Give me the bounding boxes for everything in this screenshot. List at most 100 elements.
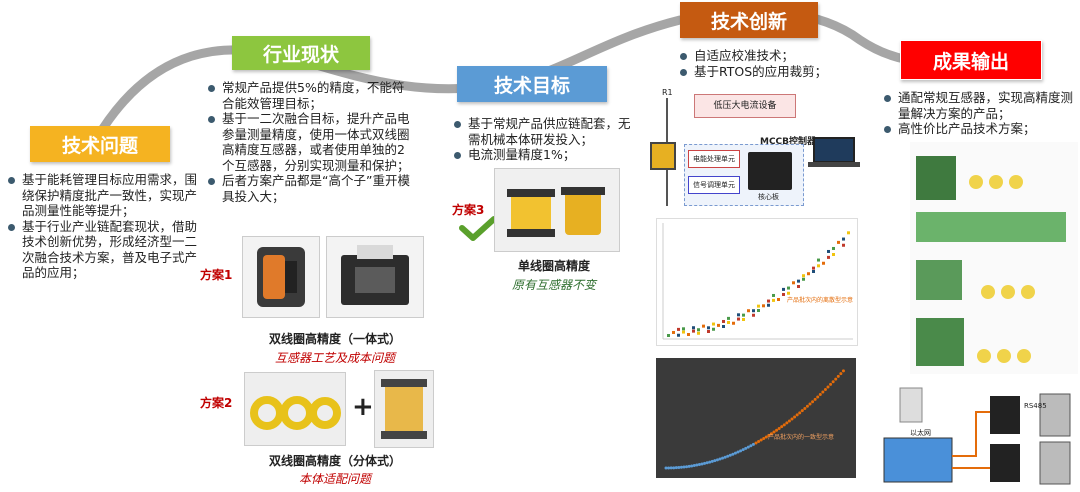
plan3-label: 方案3 [452, 203, 485, 217]
scatter-point [847, 231, 850, 235]
scatter-point [811, 400, 815, 404]
scatter-point [818, 393, 822, 397]
scatter-point [690, 464, 694, 468]
scatter-point [780, 425, 784, 429]
scatter-point [802, 277, 805, 281]
scatter-point [782, 287, 785, 291]
mccb-label: MCCB控制器 [760, 137, 817, 147]
bullet: 常规产品提供5%的精度，不能符合能效管理目标； [206, 80, 414, 111]
scatter-point [672, 330, 675, 334]
scatter-point [822, 261, 825, 265]
plan1-photo-b [326, 236, 424, 318]
scatter-point [772, 430, 776, 434]
plan2-photo-b [374, 370, 434, 448]
scatter-point [827, 249, 830, 253]
scatter-point [752, 309, 755, 313]
plan1-subcaption: 互感器工艺及成本问题 [274, 351, 395, 365]
scatter-point [762, 437, 766, 441]
scatter-point [723, 455, 727, 459]
scatter-point [757, 440, 761, 444]
scatter-point [733, 451, 737, 455]
scatter-point [677, 327, 680, 331]
stage-output-bullets: 通配常规互感器，实现高精度测量解决方案的产品； 高性价比产品技术方案； [882, 90, 1076, 137]
scatter-point [797, 285, 800, 288]
scatter-point [787, 286, 790, 290]
signal-unit-box: 信号调理单元 [688, 176, 740, 194]
plan1-photo-a [242, 236, 320, 318]
scatter-point [752, 313, 755, 317]
scatter-point [697, 463, 701, 467]
bullet: 电流测量精度1%； [452, 147, 637, 163]
scatter-point [677, 465, 681, 469]
scatter-point [707, 330, 710, 333]
equipment-box: 低压大电流设备 [694, 94, 796, 118]
bullet: 通配常规互感器，实现高精度测量解决方案的产品； [882, 90, 1076, 121]
scatter-point [695, 463, 699, 467]
scatter-point [710, 459, 714, 463]
scatter-point [757, 304, 760, 308]
scatter-point [692, 326, 695, 330]
scatter-point [792, 281, 795, 285]
scatter-point [782, 292, 785, 296]
scatter-point [737, 317, 740, 321]
scatter-point [808, 402, 812, 406]
transformer-core-icon [341, 245, 409, 305]
single-coil-icon [507, 187, 605, 237]
scatter-point [712, 322, 715, 326]
scatter-point [717, 323, 720, 327]
plan3-caption: 单线圈高精度 [517, 259, 590, 273]
stage-output-title: 成果输出 [900, 40, 1042, 80]
scatter-point [816, 395, 820, 399]
scatter-point [772, 298, 775, 302]
scatter-chart-2: 产品批次内的一致型示意 [656, 358, 856, 478]
scatter-point [667, 334, 670, 337]
scatter-point [813, 397, 817, 401]
scatter-point [842, 243, 845, 247]
stage-status-bullets: 常规产品提供5%的精度，不能符合能效管理目标； 基于一二次融合目标，提升产品电参… [206, 80, 414, 204]
bullet: 高性价比产品技术方案； [882, 121, 1076, 137]
plan2-label: 方案2 [200, 396, 233, 410]
scatter-point [737, 313, 740, 317]
scatter-point [831, 380, 835, 384]
scatter-point [837, 240, 840, 244]
scatter-point [817, 258, 820, 262]
scatter-point [727, 320, 730, 324]
scatter-point [707, 326, 710, 330]
scatter-point [736, 450, 740, 454]
plan2-photo-a [244, 372, 346, 446]
plan2-caption: 双线圈高精度（分体式） [268, 454, 401, 468]
scatter-point [672, 466, 676, 470]
scatter-point [767, 433, 771, 437]
scatter-point [697, 331, 700, 335]
scatter-plot-2 [664, 369, 845, 470]
scatter-point [674, 466, 678, 470]
rs485-label: RS485 [1024, 402, 1047, 410]
scatter-point [712, 327, 715, 331]
scatter-point [669, 466, 673, 470]
scatter-point [713, 459, 717, 463]
scatter-point [842, 237, 845, 241]
scatter-point [722, 325, 725, 328]
scatter-point [823, 388, 827, 392]
system-deployment: 以太网 RS485 [880, 382, 1076, 488]
bullet: 后者方案产品都是“高个子”重开模具投入大； [206, 173, 414, 204]
bullet: 基于一二次融合目标，提升产品电参量测量精度，使用一体式双线圈高精度互感器，或者使… [206, 111, 414, 173]
scatter-point [679, 465, 683, 469]
scatter-point [767, 299, 770, 303]
ring-coil-icon [250, 396, 341, 430]
scatter-point [721, 456, 725, 460]
chart2-annotation: 产品批次内的一致型示意 [768, 434, 835, 441]
data-unit-box: 电能处理单元 [688, 150, 740, 168]
scatter-point [664, 466, 668, 470]
scatter-point [764, 435, 768, 439]
scatter-point [829, 382, 833, 386]
scatter-point [700, 462, 704, 466]
plan3-photo [494, 168, 620, 252]
transformer-coil-icon [257, 247, 305, 307]
scatter-point [782, 423, 786, 427]
scatter-point [746, 445, 750, 449]
scatter-point [821, 390, 825, 394]
chart1-annotation: 产品批次内的离散型示意 [787, 297, 854, 304]
scatter-point [749, 444, 753, 448]
bullet: 基于常规产品供应链配套，无需机械本体研发投入； [452, 116, 637, 147]
